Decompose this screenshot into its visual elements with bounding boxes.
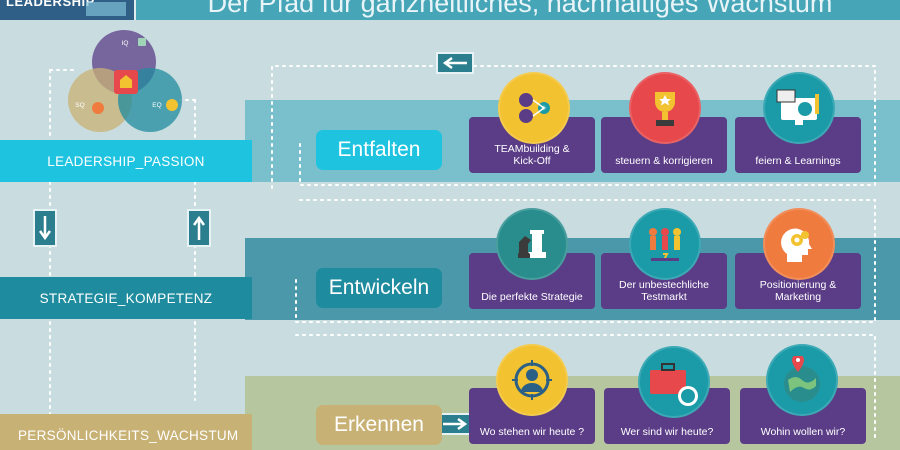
logo-text: LEADERSHIP <box>6 0 95 9</box>
card-positionierung: Positionierung & Marketing <box>735 253 861 309</box>
card-label: Wohin wollen wir? <box>760 426 846 438</box>
svg-text:+: + <box>541 103 546 113</box>
people-test-icon <box>629 208 701 280</box>
venn-sq-icon <box>92 102 104 114</box>
stage-erkennen: Erkennen <box>316 405 442 445</box>
venn-circle-iq <box>92 30 156 94</box>
venn-label-eq: EQ <box>152 102 161 109</box>
card-label: TEAMbuilding & Kick-Off <box>494 143 570 167</box>
header-bar <box>0 0 900 20</box>
label-leadership-passion: LEADERSHIP_PASSION <box>0 140 252 182</box>
stage-entwickeln: Entwickeln <box>316 268 442 308</box>
venn-label-iq: IQ <box>122 40 129 47</box>
page-title: Der Pfad für ganzheitliches, nachhaltige… <box>207 0 833 18</box>
world-pin-icon <box>766 344 838 416</box>
card-label: steuern & korrigieren <box>615 155 713 167</box>
person-target-icon <box>496 344 568 416</box>
card-label: Positionierung & Marketing <box>759 279 837 303</box>
label-strategie-kompetenz: STRATEGIE_KOMPETENZ <box>0 277 252 319</box>
arrow-left-icon <box>436 52 474 74</box>
card-label: Der unbestechliche Testmarkt <box>619 279 709 303</box>
dotted-path-left <box>49 69 196 441</box>
label-persoenlichkeits-wachstum: PERSÖNLICHKEITS_WACHSTUM <box>0 414 252 450</box>
venn-eq-icon <box>166 99 178 111</box>
briefcase-globe-icon <box>638 346 710 418</box>
head-gears-icon <box>763 208 835 280</box>
venn-diagram <box>68 30 182 132</box>
card-label: feiern & Learnings <box>755 155 841 167</box>
venn-iq-icon <box>138 38 146 46</box>
venn-circle-eq <box>118 68 182 132</box>
card-label: Wer sind wir heute? <box>620 426 714 438</box>
stage-entfalten: Entfalten <box>316 130 442 170</box>
venn-label-sq: SQ <box>75 102 84 109</box>
team-network-icon: + <box>498 72 570 144</box>
chess-icon <box>496 208 568 280</box>
arrow-up-icon <box>187 209 211 247</box>
trophy-icon <box>629 72 701 144</box>
venn-circle-sq <box>68 68 132 132</box>
card-wer-sind: Wer sind wir heute? <box>604 388 730 444</box>
card-teambuilding: TEAMbuilding & Kick-Off <box>469 117 595 173</box>
card-label: Die perfekte Strategie <box>481 291 583 303</box>
card-steuern: steuern & korrigieren <box>601 117 727 173</box>
computer-globe-icon <box>763 72 835 144</box>
venn-center-icon <box>114 70 138 94</box>
leadership-logo: LEADERSHIP <box>0 0 136 20</box>
card-label: Wo stehen wir heute ? <box>479 426 585 438</box>
arrow-down-icon <box>33 209 57 247</box>
logo-banner <box>86 2 126 16</box>
